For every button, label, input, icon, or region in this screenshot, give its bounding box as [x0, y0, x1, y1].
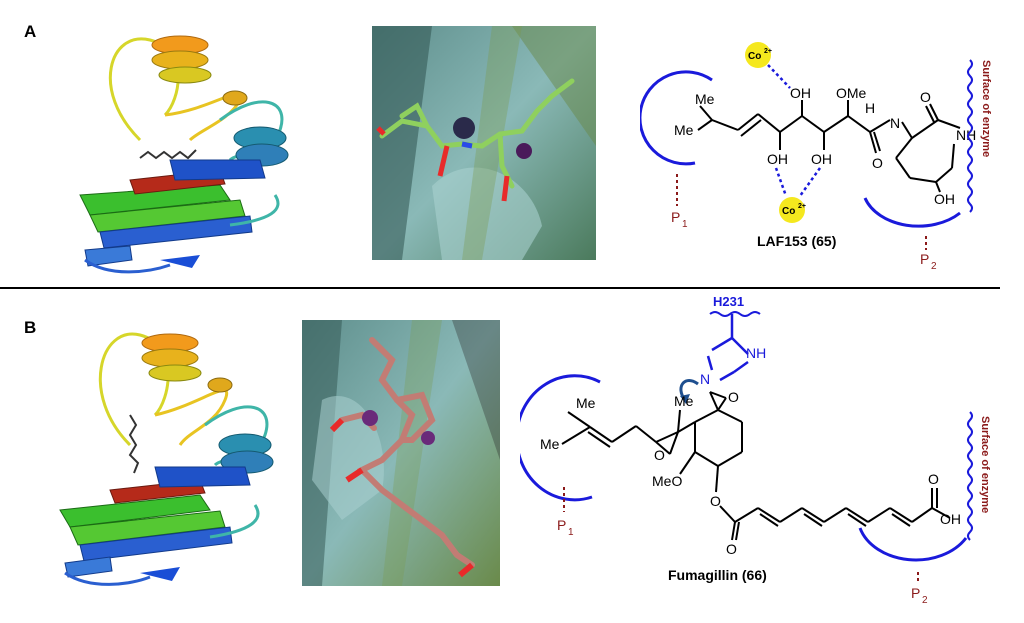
svg-text:Co: Co: [782, 206, 795, 217]
pocket-p2-label-b: P: [911, 585, 920, 601]
caption-fumagillin: Fumagillin (66): [668, 567, 767, 583]
cobalt-ion-bottom: [779, 197, 805, 223]
pocket-p2-arc-b: [858, 527, 968, 562]
svg-text:O: O: [726, 541, 737, 557]
pocket-p1-label-b: P: [557, 517, 566, 533]
structure-laf153: P 1 Me Me OMe H N OH OH OH: [640, 42, 992, 272]
svg-text:O: O: [872, 155, 883, 171]
active-site-surface-b: [302, 320, 500, 586]
structure-fumagillin: H231 N NH P 1: [520, 294, 991, 606]
surface-label-b: Surface of enzyme: [979, 416, 991, 513]
svg-text:OMe: OMe: [836, 85, 867, 101]
caption-laf153: LAF153 (65): [757, 233, 837, 249]
surface-label-a: Surface of enzyme: [980, 60, 992, 157]
svg-text:O: O: [928, 471, 939, 487]
svg-text:OH: OH: [790, 85, 811, 101]
svg-text:2+: 2+: [798, 203, 806, 210]
svg-text:H: H: [865, 100, 875, 116]
panel-b-label: B: [24, 318, 37, 337]
pocket-p1-arc-a: [640, 70, 713, 166]
pocket-p1-label-a: P: [671, 209, 680, 225]
svg-text:2: 2: [931, 261, 937, 272]
svg-text:2+: 2+: [764, 48, 772, 55]
cobalt-ion-top: [745, 42, 771, 68]
active-site-surface-a: [372, 26, 596, 260]
pocket-p1-arc-b: [520, 374, 601, 502]
svg-text:Me: Me: [695, 91, 715, 107]
svg-text:O: O: [728, 389, 739, 405]
svg-text:O: O: [654, 447, 665, 463]
svg-text:OH: OH: [940, 511, 961, 527]
svg-text:NH: NH: [956, 127, 976, 143]
residue-label-h231: H231: [713, 294, 744, 309]
svg-text:NH: NH: [746, 345, 766, 361]
svg-text:MeO: MeO: [652, 473, 682, 489]
svg-text:1: 1: [568, 527, 574, 538]
enzyme-surface-b: [967, 411, 973, 541]
svg-text:OH: OH: [767, 151, 788, 167]
protein-ribbon-b: [59, 332, 274, 586]
panel-divider: [0, 287, 1000, 289]
svg-text:Co: Co: [748, 51, 761, 62]
svg-text:N: N: [700, 371, 710, 387]
protein-ribbon-a: [79, 35, 289, 274]
panel-a-label: A: [24, 22, 37, 41]
svg-text:Me: Me: [674, 393, 694, 409]
svg-text:O: O: [710, 493, 721, 509]
svg-text:Me: Me: [540, 436, 560, 452]
enzyme-surface-a: [967, 59, 973, 213]
svg-text:O: O: [920, 89, 931, 105]
svg-text:Me: Me: [576, 395, 596, 411]
svg-text:OH: OH: [811, 151, 832, 167]
svg-text:OH: OH: [934, 191, 955, 207]
svg-text:N: N: [890, 115, 900, 131]
pocket-p2-arc-a: [863, 197, 961, 228]
svg-text:2: 2: [922, 595, 928, 606]
svg-text:Me: Me: [674, 122, 694, 138]
svg-text:1: 1: [682, 219, 688, 230]
pocket-p2-label-a: P: [920, 251, 929, 267]
